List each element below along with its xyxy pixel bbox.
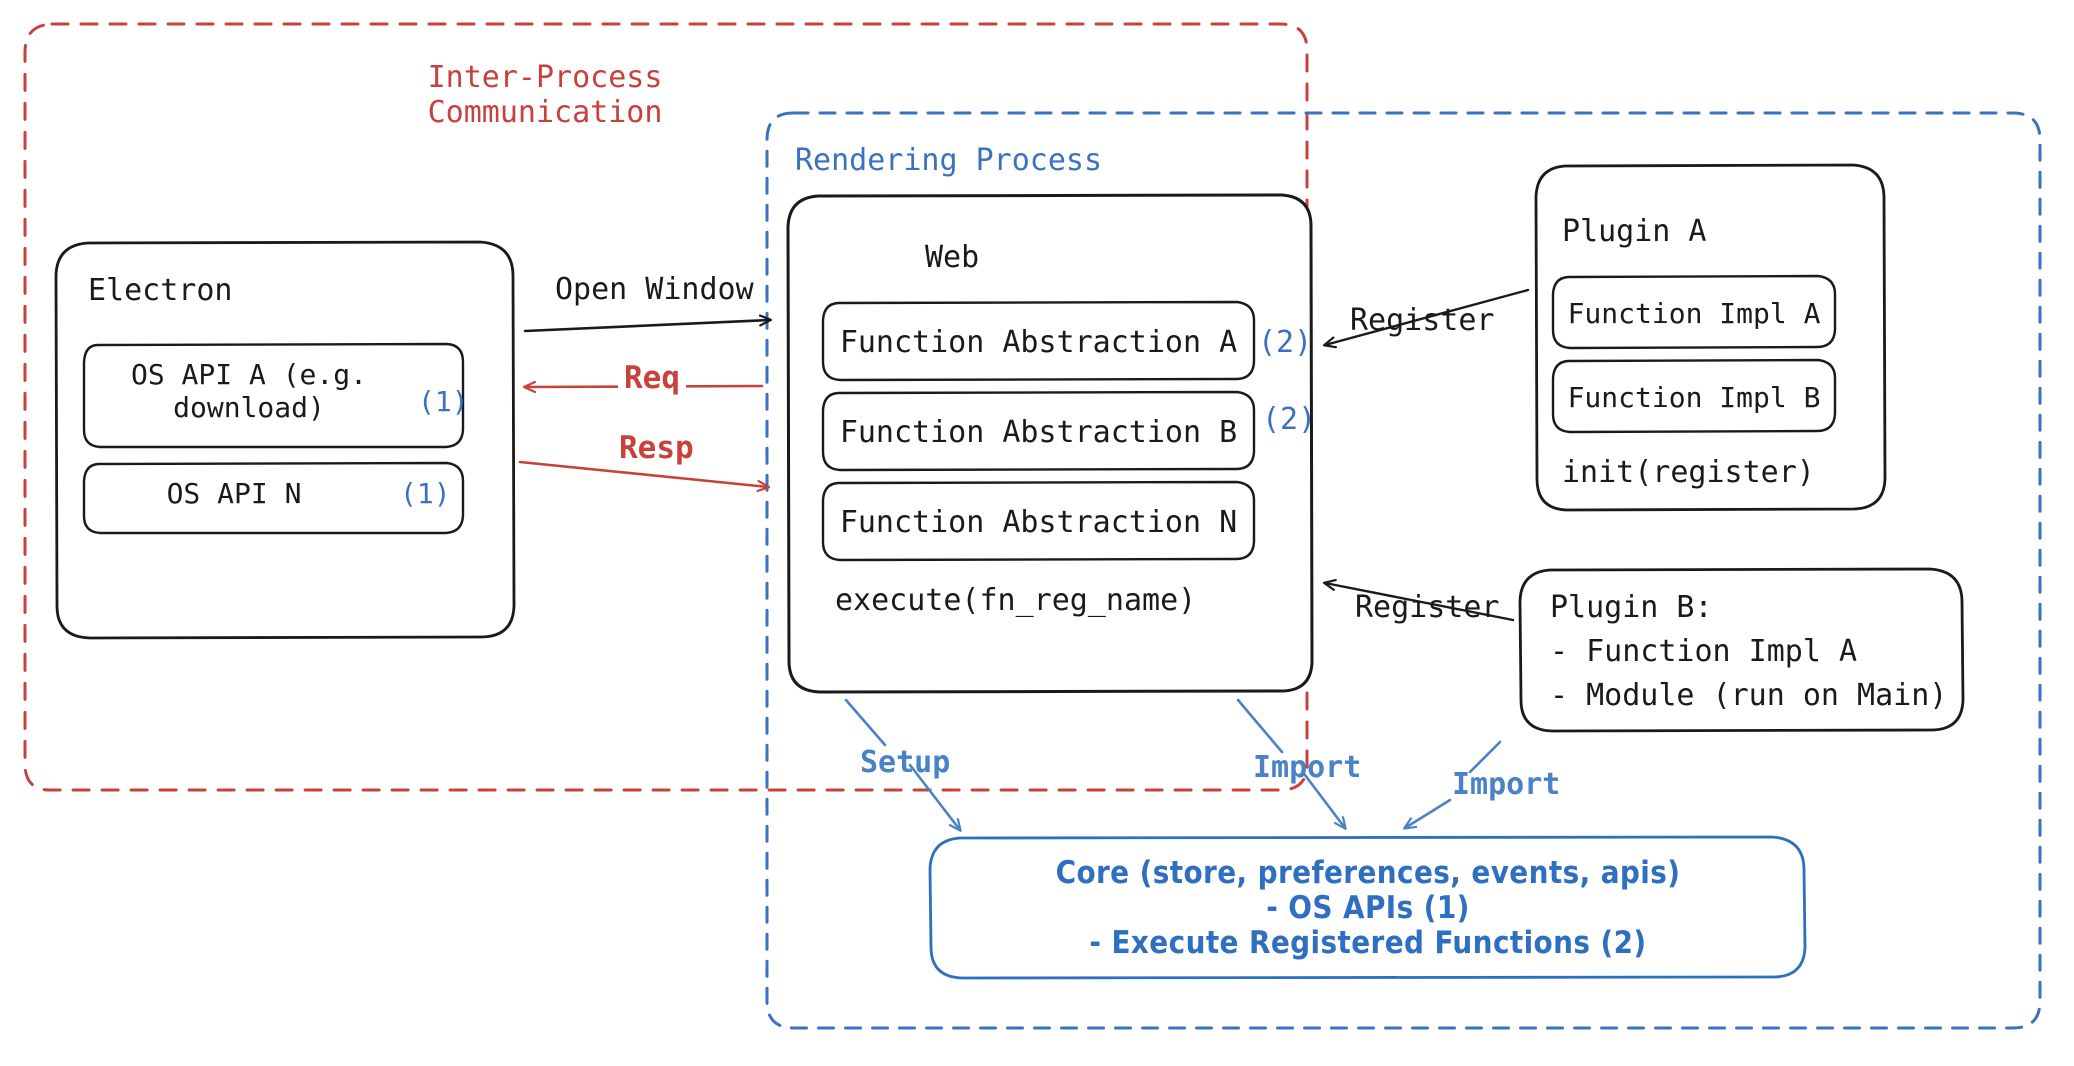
web-item-1-label[interactable]: Function Abstraction B <box>839 415 1238 450</box>
edge-setup-label: Setup <box>860 745 951 780</box>
plugin-b-line-1: - Function Impl A <box>1550 634 1858 669</box>
edge-setup <box>844 698 960 830</box>
region-rendering-process-label: Rendering Process <box>795 143 1103 178</box>
node-plugin-b-box <box>1518 567 1965 733</box>
edge-open-window <box>523 320 770 333</box>
node-electron-box <box>54 240 516 640</box>
core-line-1: - OS APIs (1) <box>1266 890 1470 926</box>
node-electron-title: Electron <box>88 273 233 308</box>
node-plugin-a-footer: init(register) <box>1562 455 1815 490</box>
edge-resp <box>518 460 768 487</box>
core-line-2: - Execute Registered Functions (2) <box>1089 925 1647 961</box>
edge-register-plugin-a-label: Register <box>1350 303 1495 338</box>
node-core-box <box>928 835 1807 980</box>
edge-req-label: Req <box>618 360 686 397</box>
plugin-b-line-0: Plugin B: <box>1550 590 1713 625</box>
electron-item-0-label[interactable]: OS API A (e.g. download) <box>130 358 367 425</box>
edge-import-web <box>1236 698 1345 828</box>
plugin-a-item-1-label[interactable]: Function Impl B <box>1567 381 1821 414</box>
node-web-footer: execute(fn_reg_name) <box>835 583 1197 618</box>
edge-open-window-label: Open Window <box>555 272 754 307</box>
edge-register-plugin-b-label: Register <box>1355 590 1500 625</box>
plugin-a-item-0-label[interactable]: Function Impl A <box>1567 297 1821 330</box>
node-plugin-a-box <box>1534 163 1887 512</box>
node-web-title: Web <box>925 240 980 275</box>
region-ipc <box>23 22 1309 792</box>
web-item-1-tag: (2) <box>1262 402 1317 437</box>
region-rendering-process <box>765 111 2042 1030</box>
web-item-0-tag: (2) <box>1258 325 1313 360</box>
web-item-2-label[interactable]: Function Abstraction N <box>839 505 1238 540</box>
node-web-box <box>786 193 1314 694</box>
electron-item-1-label[interactable]: OS API N <box>166 477 302 510</box>
plugin-b-line-2: - Module (run on Main) <box>1550 678 1948 713</box>
edge-register-plugin-a <box>1325 288 1530 345</box>
region-ipc-label: Inter-Process Communication <box>427 60 663 131</box>
electron-item-0-tag: (1) <box>418 385 469 418</box>
edge-resp-label: Resp <box>613 430 700 467</box>
web-item-0-label[interactable]: Function Abstraction A <box>839 325 1238 360</box>
electron-item-1-tag: (1) <box>400 477 451 510</box>
edge-import-plugin-b-label: Import <box>1452 767 1561 802</box>
edge-import-plugin-b <box>1405 740 1502 828</box>
core-line-0: Core (store, preferences, events, apis) <box>1055 855 1681 891</box>
edge-import-web-label: Import <box>1253 750 1362 785</box>
node-plugin-a-title: Plugin A <box>1562 214 1707 249</box>
edge-register-plugin-b <box>1325 583 1515 622</box>
